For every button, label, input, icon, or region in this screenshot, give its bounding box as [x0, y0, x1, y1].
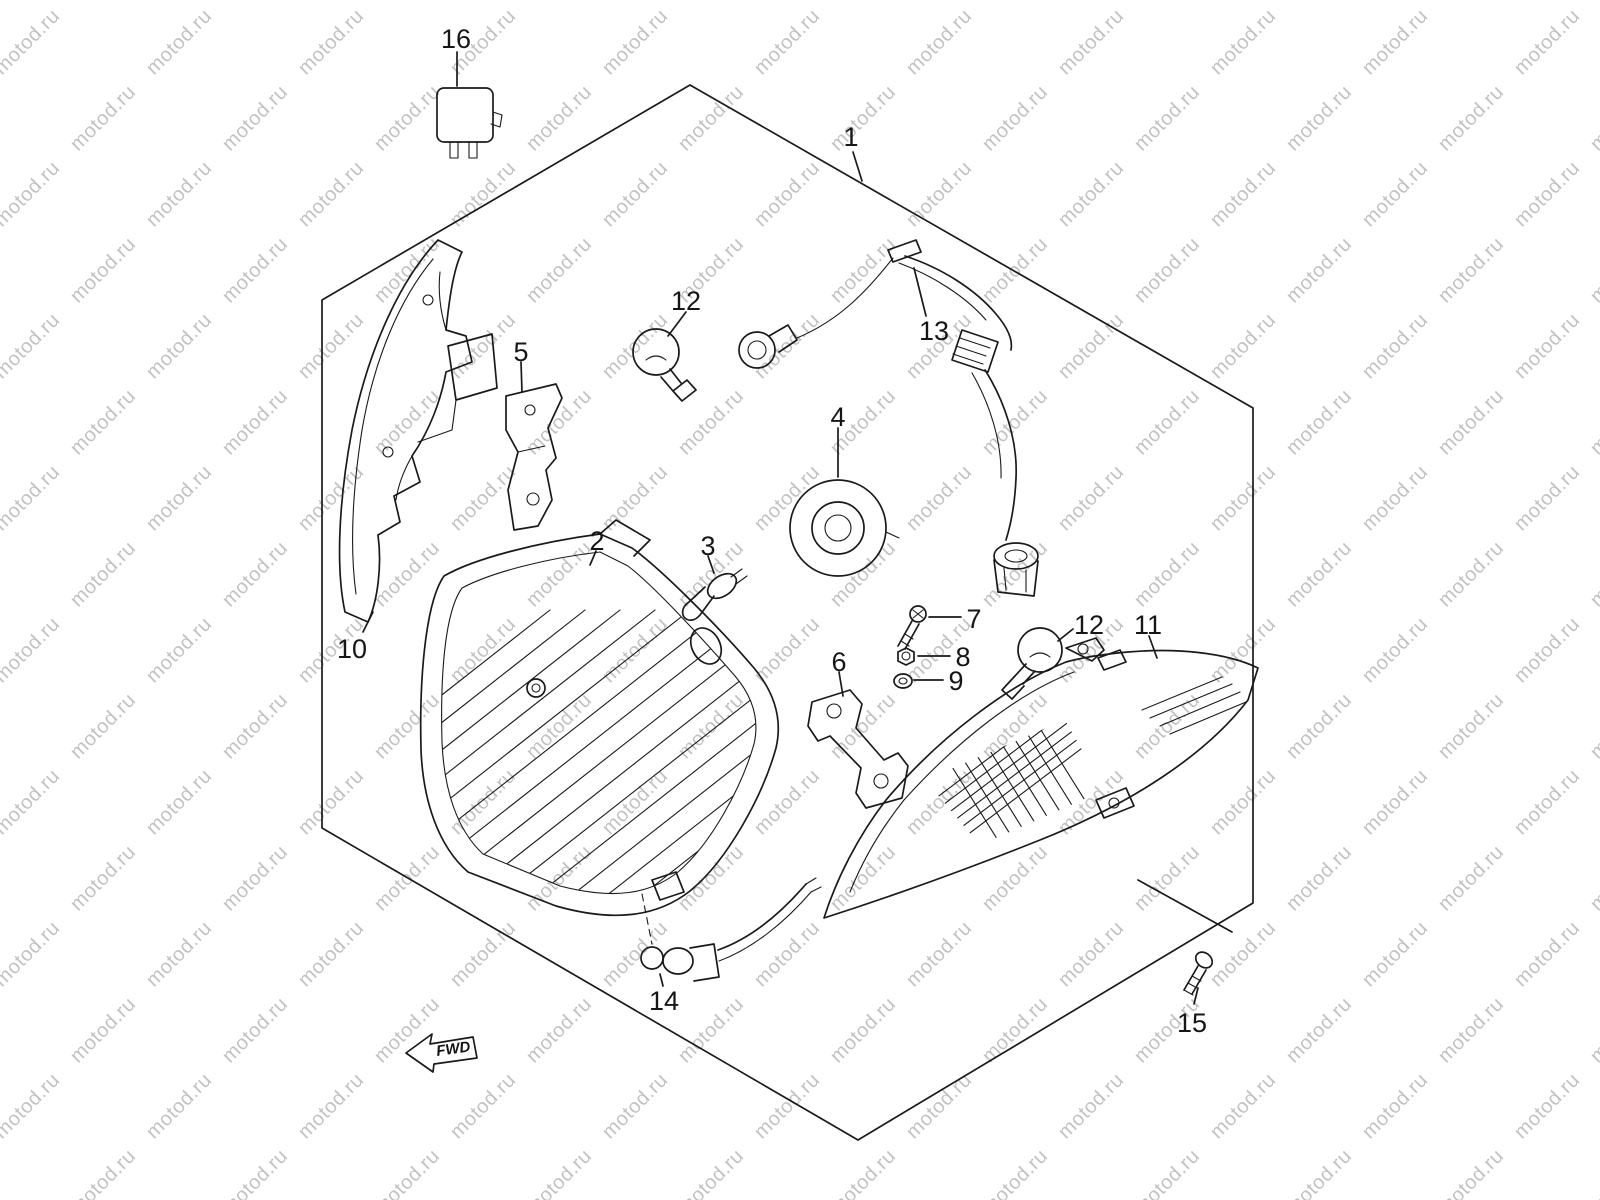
callout-15: 15	[1177, 1008, 1207, 1038]
socket-wire-part-14	[640, 877, 822, 987]
screw-part-7	[897, 605, 962, 650]
bulb-part-12-right	[1001, 627, 1074, 700]
callout-9: 9	[948, 666, 963, 696]
lens-hatching	[441, 609, 756, 894]
screw-part-15	[1137, 879, 1233, 1005]
washer-part-9	[893, 673, 944, 689]
callout-7: 7	[966, 604, 981, 634]
socket-cap-part-4	[789, 427, 900, 577]
relay-part-16	[436, 51, 503, 159]
callout-13: 13	[919, 316, 949, 346]
mount-bracket-part-6	[807, 671, 909, 809]
callout-2: 2	[589, 526, 604, 556]
wiring-harness-part-13	[738, 239, 1039, 597]
callout-4: 4	[830, 402, 845, 432]
callout-8: 8	[955, 642, 970, 672]
callout-10: 10	[337, 634, 367, 664]
headlamp-part-2	[419, 519, 780, 917]
fwd-arrow: FWD	[405, 1033, 478, 1073]
isometric-box-outline	[321, 84, 1254, 1141]
bulb-part-12-top	[632, 311, 697, 402]
signal-crosshatch	[925, 720, 1105, 845]
callout-5: 5	[513, 337, 528, 367]
turn-signal-part-11	[823, 635, 1259, 919]
callout-12-top: 12	[671, 286, 701, 316]
fwd-label: FWD	[435, 1038, 471, 1060]
headlamp-cover-part-10	[338, 239, 498, 633]
callout-1: 1	[843, 122, 858, 152]
callout-12-right: 12	[1074, 610, 1104, 640]
callout-16: 16	[441, 24, 471, 54]
bracket-part-5	[505, 361, 563, 531]
callout-11: 11	[1134, 610, 1162, 640]
callout-3: 3	[700, 531, 715, 561]
callouts: 1 2 3 4 5 6 7 8 9 10 11 12 12 13 14 15 1…	[337, 24, 1207, 1038]
nut-part-8	[897, 647, 951, 666]
callout-14: 14	[649, 986, 679, 1016]
bulb-part-3	[681, 555, 748, 621]
callout-6: 6	[831, 647, 846, 677]
